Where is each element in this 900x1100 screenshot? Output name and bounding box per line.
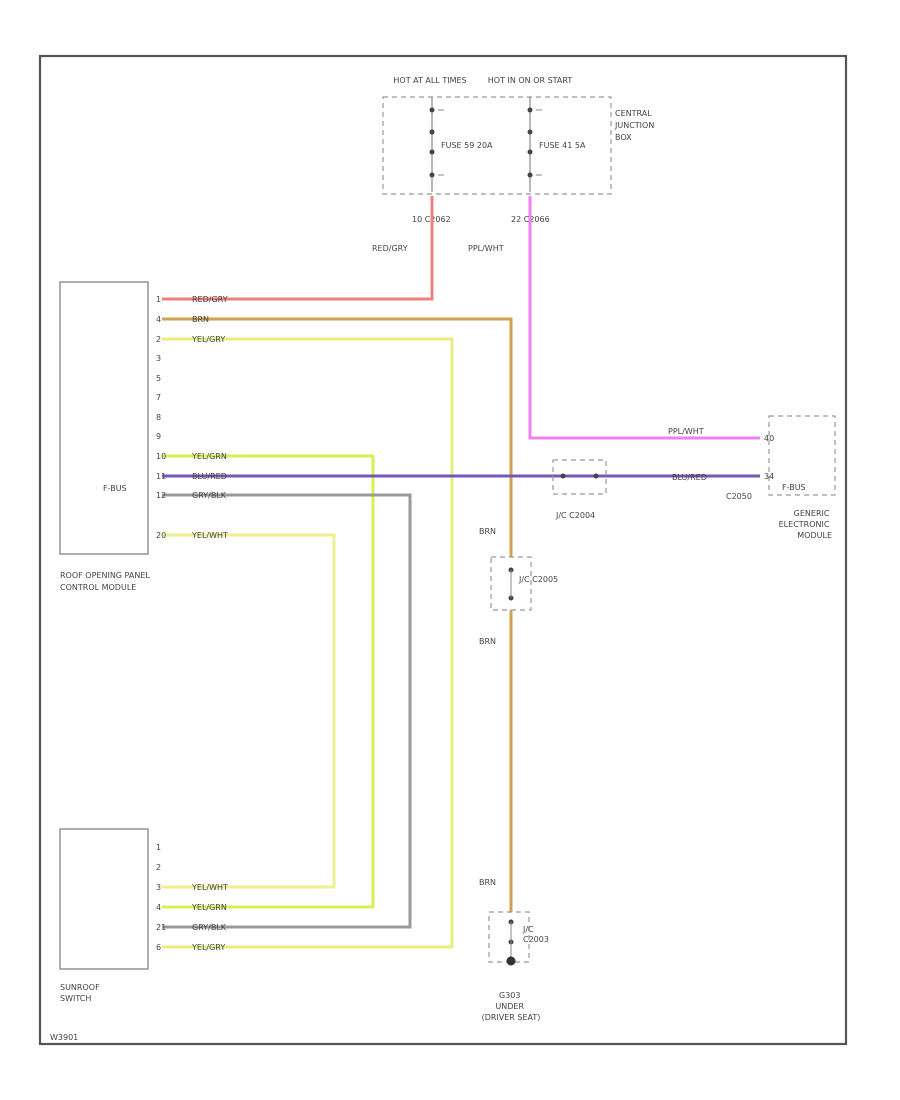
diagram-frame [38,54,848,1046]
gem-label: GENERIC ELECTRONIC MODULE [779,509,832,540]
sunroof-switch [59,828,149,970]
wire-label-gry-blk-sw: GRY/BLK [192,923,227,932]
sunroof-switch-pin-3: 3 [156,883,161,892]
gem-pin-bottom: 34 [764,472,774,481]
roof-module-pin-5: 5 [156,374,161,383]
roof-module-pin-1: 1 [156,295,161,304]
sunroof-switch-label: SUNROOF SWITCH [60,983,102,1003]
wire-brn [162,317,513,912]
roof-module-pin-11: 11 [156,472,166,481]
roof-module-pin-2: 2 [156,335,161,344]
diagram-id: W3901 [50,1033,78,1042]
wire-label-brn-1: BRN [479,527,496,536]
splice-c2004-pin-b [593,473,599,479]
ground-g303 [506,956,516,966]
wire-label-yel-wht: YEL/WHT [191,531,228,540]
roof-module-pin-3: 3 [156,354,161,363]
wire-ppl-wht-riser [528,196,760,440]
wire-label-brn-3: BRN [479,878,496,887]
hot-in-on-label: HOT IN ON OR START [488,76,573,85]
wire-red-gry [162,196,434,301]
roof-module-pin-9: 9 [156,432,161,441]
sunroof-switch-pin-2: 2 [156,863,161,872]
roof-module-pins: 1 4 2 3 5 7 8 9 10 11 12 20 [156,295,166,540]
sunroof-switch-pins: 1 2 3 4 21 6 [156,843,166,952]
roof-control-module [59,281,149,555]
wire-label-red-gry: RED/GRY [192,295,228,304]
fuse-59 [429,97,444,192]
splice-c2005 [490,556,532,611]
wire-label-blu-red: BLU/RED [192,472,227,481]
gem-pin-top: 40 [764,434,774,443]
roof-module-bus: F-BUS [103,484,127,493]
wire-yel-grn [162,454,375,909]
ground-label: G303 UNDER (DRIVER SEAT) [482,991,541,1022]
wire-label-brn-2: BRN [479,637,496,646]
splice-c2005-label: J/C C2005 [518,575,558,584]
gem-bus: F-BUS [782,483,806,492]
splice-c2004-pin-a [560,473,566,479]
splice-c2003-label: J/C C2003 [522,925,549,944]
gem-connector: C2050 [726,492,752,501]
fuse-41-label: FUSE 41 5A [539,141,586,150]
splice-c2004 [552,459,607,495]
sunroof-switch-pin-4: 4 [156,903,161,912]
roof-module-pin-7: 7 [156,393,161,402]
fuse-59-label: FUSE 59 20A [441,141,493,150]
wire-yel-gry [162,337,454,949]
wire-label-red-gry-top: RED/GRY [372,244,408,253]
hot-at-all-times-label: HOT AT ALL TIMES [393,76,466,85]
roof-module-pin-10: 10 [156,452,166,461]
roof-module-pin-4: 4 [156,315,161,324]
wire-yel-wht [162,533,336,889]
wire-label-yel-gry-sw: YEL/GRY [191,943,225,952]
wire-gry-blk [162,493,412,929]
wire-label-yel-wht-sw: YEL/WHT [191,883,228,892]
sunroof-switch-pin-6: 6 [156,943,161,952]
sunroof-switch-pin-21: 21 [156,923,166,932]
roof-module-label: ROOF OPENING PANEL CONTROL MODULE [60,571,152,592]
wire-label-ppl-wht-right: PPL/WHT [668,427,704,436]
wire-label-blu-red-right: BLU/RED [672,473,707,482]
roof-module-pin-20: 20 [156,531,166,540]
wire-label-yel-gry: YEL/GRY [191,335,225,344]
sunroof-switch-pin-1: 1 [156,843,161,852]
wire-label-gry-blk: GRY/BLK [192,491,227,500]
wire-label-yel-grn-sw: YEL/GRN [191,903,227,912]
roof-module-pin-12: 12 [156,491,166,500]
splice-c2004-label: J/C C2004 [555,511,595,520]
wire-label-brn: BRN [192,315,209,324]
wire-label-yel-grn: YEL/GRN [191,452,227,461]
fuse-41 [527,97,542,192]
roof-module-pin-8: 8 [156,413,161,422]
wire-label-ppl-wht-top: PPL/WHT [468,244,504,253]
